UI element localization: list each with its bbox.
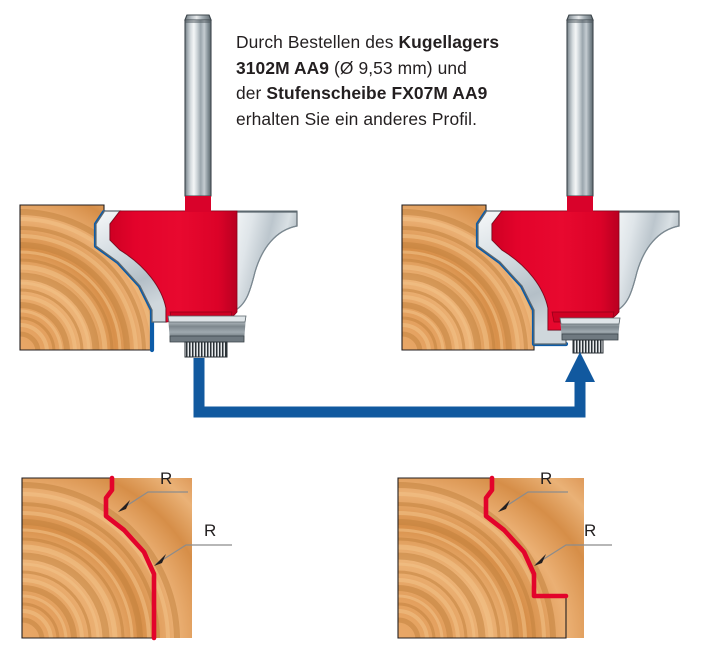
caption-text: der <box>236 83 267 104</box>
radius-callout-upper-right: R <box>498 469 568 512</box>
cutter-body-left <box>95 196 298 323</box>
bearing-swap-note: Durch Bestellen des Kugellagers 3102M AA9… <box>236 30 566 132</box>
radius-callout-lower-left: R <box>154 521 232 566</box>
radius-callout-upper-left: R <box>118 469 188 512</box>
profile-curve-left <box>103 475 157 641</box>
caption-text: erhalten Sie ein anderes Profil. <box>236 108 478 129</box>
figure-router-bit-small-bearing <box>401 14 680 354</box>
radius-label-lower-right: R <box>584 521 596 540</box>
caption-emphasis: 3102M AA9 <box>236 57 330 78</box>
ball-bearing-small <box>559 317 621 354</box>
radius-label-upper-left: R <box>160 469 172 488</box>
ball-bearing-large <box>167 315 247 358</box>
router-shank-right <box>566 14 594 197</box>
profile-curve-right <box>483 475 569 599</box>
caption-text: (Ø 9,53 mm) und <box>329 57 467 78</box>
radius-label-upper-right: R <box>540 469 552 488</box>
caption-text: Durch Bestellen des <box>236 32 399 52</box>
cutter-body-right <box>477 196 680 345</box>
router-shank-left <box>184 14 212 197</box>
caption-emphasis: Kugellagers <box>398 32 500 52</box>
figure-wood-profile-alternate: R R <box>397 469 612 639</box>
radius-callout-lower-right: R <box>534 521 612 566</box>
bearing-exchange-arrow <box>193 352 595 418</box>
radius-label-lower-left: R <box>204 521 216 540</box>
caption-emphasis: Stufenscheibe FX07M AA9 <box>266 83 488 104</box>
figure-wood-profile-standard: R R <box>21 469 232 641</box>
figure-router-bit-large-bearing <box>19 14 298 358</box>
